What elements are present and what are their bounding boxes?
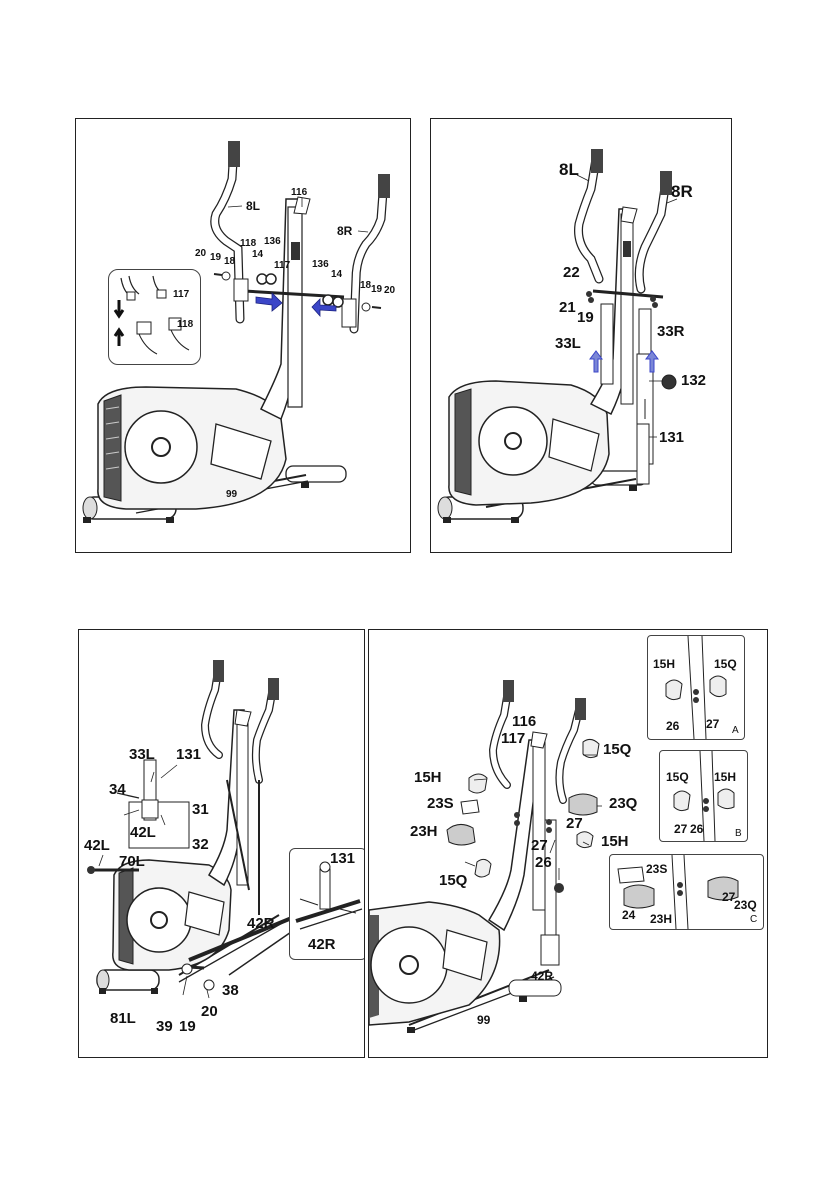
label-18-left: 18 [224, 257, 235, 267]
label-32: 32 [192, 837, 209, 852]
inset-label-131: 131 [330, 851, 355, 866]
a-label-15Q: 15Q [714, 658, 737, 670]
label-116: 116 [291, 188, 307, 198]
label-23H: 23H [410, 824, 438, 839]
label-8L: 8L [559, 161, 579, 178]
label-33L: 33L [555, 336, 581, 351]
label-14-right: 14 [331, 270, 342, 280]
label-19-right: 19 [371, 285, 382, 295]
label-14-left: 14 [252, 250, 263, 260]
c-label-24: 24 [622, 909, 635, 921]
label-131: 131 [659, 430, 684, 445]
label-15Q-top: 15Q [603, 742, 631, 757]
b-label-26: 26 [690, 823, 703, 835]
label-19-left: 19 [210, 253, 221, 263]
label-8R: 8R [337, 225, 352, 237]
inset-label-118: 118 [177, 320, 193, 330]
label-136-left: 136 [264, 237, 281, 247]
detail-inset-c: 23S 23Q 27 24 23H C [609, 854, 764, 930]
label-19: 19 [577, 310, 594, 325]
label-132: 132 [681, 373, 706, 388]
label-117: 117 [501, 731, 525, 746]
label-42L-inner: 42L [130, 825, 156, 840]
label-20-right: 20 [384, 286, 395, 296]
a-label-15H: 15H [653, 658, 675, 670]
label-27-right: 27 [566, 816, 583, 831]
label-99: 99 [477, 1014, 490, 1026]
label-15Q-bottom: 15Q [439, 873, 467, 888]
inset-label-117: 117 [173, 290, 189, 300]
detail-inset-b: 15Q 15H 27 26 B [659, 750, 748, 842]
label-8L: 8L [246, 200, 260, 212]
label-70L: 70L [119, 854, 145, 869]
label-8R: 8R [671, 183, 693, 200]
label-15H-left: 15H [414, 770, 442, 785]
detail-inset-a: 15H 15Q 26 27 A [647, 635, 745, 740]
detail-a-drawing [648, 636, 744, 739]
label-34: 34 [109, 782, 126, 797]
panel-cover-install: 116 117 15Q 15H 23S 23Q 23H 27 27 26 15H… [368, 629, 768, 1058]
a-label-26: 26 [666, 720, 679, 732]
label-42R: 42R [247, 916, 275, 931]
label-20-left: 20 [195, 249, 206, 259]
label-22: 22 [563, 265, 580, 280]
inset-label-42R: 42R [308, 937, 336, 952]
connector-detail-inset: 117 118 [108, 269, 201, 365]
c-label-23Q: 23Q [734, 899, 757, 911]
label-118: 118 [240, 239, 256, 249]
b-label-27: 27 [674, 823, 687, 835]
a-tag: A [732, 726, 739, 736]
label-18-right: 18 [360, 281, 371, 291]
c-label-27: 27 [722, 891, 735, 903]
label-20: 20 [201, 1004, 218, 1019]
label-31: 31 [192, 802, 209, 817]
label-117: 117 [274, 261, 290, 271]
label-131: 131 [176, 747, 201, 762]
label-27-left: 27 [531, 838, 548, 853]
label-15H-right: 15H [601, 834, 629, 849]
panel-handlebar-install: 8L 116 8R 20 19 18 118 14 136 117 136 14… [75, 118, 411, 553]
label-81L: 81L [110, 1011, 136, 1026]
label-19: 19 [179, 1019, 196, 1034]
a-label-27: 27 [706, 718, 719, 730]
pedal-bar-detail-inset: 131 42R [289, 848, 365, 960]
label-21: 21 [559, 300, 576, 315]
c-tag: C [750, 915, 757, 925]
label-26: 26 [535, 855, 552, 870]
b-label-15Q: 15Q [666, 771, 689, 783]
label-42R: 42R [531, 970, 553, 982]
b-tag: B [735, 829, 742, 839]
label-99: 99 [226, 490, 237, 500]
c-label-23H: 23H [650, 913, 672, 925]
label-23Q: 23Q [609, 796, 637, 811]
label-38: 38 [222, 983, 239, 998]
label-33R: 33R [657, 324, 685, 339]
panel-pedal-arm-install: 33L 131 34 31 42L 32 42L 70L 42R 38 20 1… [78, 629, 365, 1058]
b-label-15H: 15H [714, 771, 736, 783]
connector-detail-drawing [109, 270, 200, 364]
label-116: 116 [512, 714, 536, 729]
label-39: 39 [156, 1019, 173, 1034]
label-33L: 33L [129, 747, 155, 762]
c-label-23S: 23S [646, 863, 667, 875]
label-136-right: 136 [312, 260, 329, 270]
panel-lower-arm-install: 8L 8R 22 21 19 33L 33R 132 131 [430, 118, 732, 553]
label-23S: 23S [427, 796, 454, 811]
label-42L: 42L [84, 838, 110, 853]
